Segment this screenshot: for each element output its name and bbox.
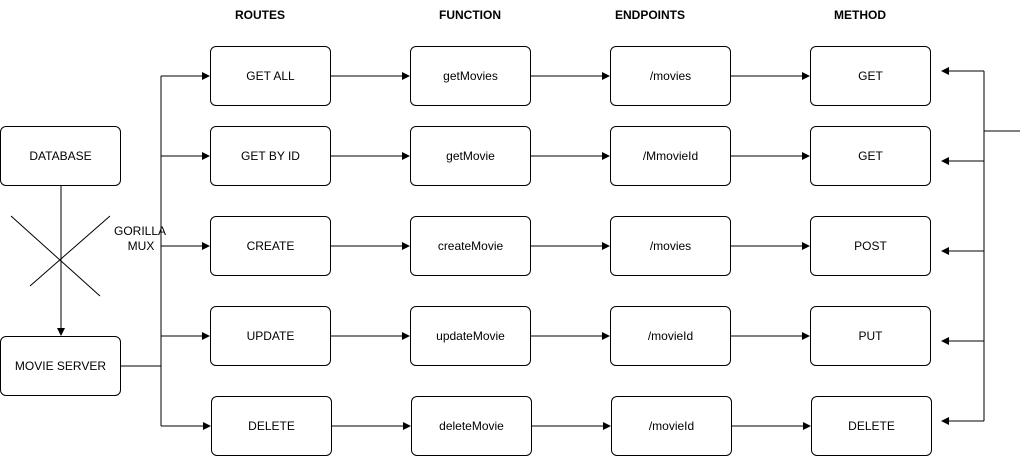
method-node-3: PUT (810, 306, 931, 366)
header-endpoints: ENDPOINTS (614, 8, 685, 22)
endpoint-node-2: /movies (610, 216, 731, 276)
route-node-2: CREATE (210, 216, 331, 276)
method-node-2: POST (810, 216, 931, 276)
endpoint-node-1: /MmovieId (610, 126, 731, 186)
header-routes: ROUTES (234, 8, 285, 22)
function-node-3: updateMovie (410, 306, 531, 366)
mux-label-line-2: MUX (127, 239, 155, 253)
movie-server-node: MOVIE SERVER (0, 336, 121, 396)
method-node-4: DELETE (811, 396, 932, 456)
header-method: METHOD (834, 8, 886, 22)
route-node-0: GET ALL (210, 46, 331, 106)
endpoint-node-0: /movies (610, 46, 731, 106)
route-node-1: GET BY ID (210, 126, 331, 186)
header-function: FUNCTION (439, 8, 501, 22)
function-node-4: deleteMovie (411, 396, 532, 456)
route-node-4: DELETE (211, 396, 332, 456)
mux-label-line-1: GORILLA (113, 224, 167, 238)
gorilla-mux-label: GORILLA MUX (105, 224, 175, 254)
method-node-0: GET (810, 46, 931, 106)
cross-line-b (29, 215, 111, 287)
function-node-0: getMovies (410, 46, 531, 106)
database-node: DATABASE (0, 126, 121, 186)
method-node-1: GET (810, 126, 931, 186)
function-node-2: createMovie (410, 216, 531, 276)
route-node-3: UPDATE (210, 306, 331, 366)
cross-line-a (10, 215, 101, 297)
endpoint-node-3: /movieId (610, 306, 731, 366)
endpoint-node-4: /movieId (611, 396, 732, 456)
function-node-1: getMovie (410, 126, 531, 186)
